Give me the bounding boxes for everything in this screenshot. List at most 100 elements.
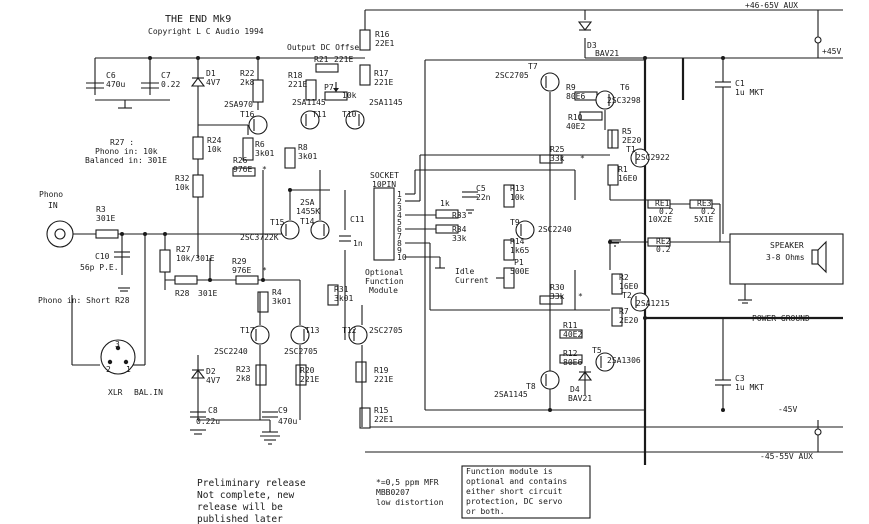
preliminary-line-1: Preliminary release [197, 478, 306, 489]
t10-label: T10 [342, 110, 357, 119]
output-dc-offset-label: Output DC Offset [287, 43, 364, 52]
r19-label: R19 [374, 366, 389, 375]
resistor-r30 [539, 295, 563, 305]
r13-value: 10k [510, 193, 525, 202]
capacitor-c3 [715, 318, 731, 410]
t15-label: T15 [270, 218, 285, 227]
xlr-pin-2: 2 [106, 365, 111, 374]
resistor-r31 [327, 284, 339, 306]
r22-label: R22 [240, 69, 255, 78]
resistor-r15 [359, 407, 371, 429]
q2sc3298-label: 2SC3298 [607, 96, 641, 105]
capacitor-c8 [190, 411, 206, 418]
trimmer-p7 [324, 82, 348, 101]
phono-in-label: IN [48, 201, 58, 210]
r12-value: 80E6 [563, 358, 582, 367]
xlr-pin-1: 1 [126, 365, 131, 374]
function-note-line-2: optional and contains [466, 477, 567, 486]
capacitor-c7 [141, 82, 159, 89]
r12-label: R12 [563, 349, 578, 358]
socket-pins: 1 2 3 4 5 6 7 8 9 10 [397, 190, 407, 262]
phono-label: Phono [39, 190, 63, 199]
r11-value: 40E2 [563, 330, 582, 339]
q2sc2705b-label: 2SC2705 [369, 326, 403, 335]
transistor-t15 [280, 220, 300, 240]
t5-label: T5 [592, 346, 602, 355]
r16-value: 22E1 [375, 39, 394, 48]
socket-caption-2: Function [365, 277, 404, 286]
r25-label: R25 [550, 145, 565, 154]
resistor-r34 [435, 224, 459, 234]
diode-d4 [577, 366, 593, 395]
c1-value: 1u MKT [735, 88, 764, 97]
function-module-note: Function module is optional and contains… [461, 465, 591, 519]
c6-value: 470u [106, 80, 125, 89]
re2-label: RE2 [656, 237, 671, 246]
transistor-t10 [345, 110, 365, 130]
d2-label: D2 [206, 367, 216, 376]
r27-value: 10k/301E [176, 254, 215, 263]
mfr-line-3: low distortion [376, 498, 444, 507]
socket-title-1: SOCKET [370, 171, 399, 180]
capacitor-c10 [114, 251, 130, 258]
socket-10pin [373, 187, 395, 261]
transistor-t11 [300, 110, 320, 130]
r30-label: R30 [550, 283, 565, 292]
q2sa970-label: 2SA970 [224, 100, 253, 109]
d4-value: BAV21 [568, 394, 592, 403]
capacitor-c9 [262, 411, 278, 418]
capacitor-c6 [86, 82, 104, 89]
c10-label: C10 [95, 252, 110, 261]
q2sc2922-label: 2SC2922 [636, 153, 670, 162]
r11-label: R11 [563, 321, 578, 330]
r25-value: 33k [550, 154, 565, 163]
r15-label: R15 [374, 406, 389, 415]
re1-value: 0.2 [659, 207, 674, 216]
transistor-t5 [595, 352, 615, 372]
resistor-r8 [284, 147, 296, 169]
r21-value: 221E [334, 55, 353, 64]
r1-label: R1 [618, 165, 628, 174]
q2sa1215-label: 2SA1215 [636, 299, 670, 308]
idle-current-1: Idle [455, 267, 474, 276]
r26-label: R26 [233, 156, 248, 165]
r14-label: R14 [510, 237, 525, 246]
t2-label: T2 [622, 291, 632, 300]
preliminary-line-2: Not complete, new [197, 490, 295, 501]
resistor-r2 [611, 273, 623, 295]
r8-label: R8 [298, 143, 308, 152]
r18-value: 221E [288, 80, 307, 89]
r4-label: R4 [272, 288, 282, 297]
xlr-label: XLR [108, 388, 123, 397]
c5-label: C5 [476, 184, 486, 193]
q2sa1306-label: 2SA1306 [607, 356, 641, 365]
t9-label: T9 [510, 218, 520, 227]
q2sa1145a-label: 2SA1145 [292, 98, 326, 107]
resistor-r20 [295, 364, 307, 386]
resistor-r17 [359, 64, 371, 86]
t14-label: T14 [300, 217, 315, 226]
r22-value: 2k8 [240, 78, 255, 87]
t7-label: T7 [528, 62, 538, 71]
resistor-r6 [242, 137, 254, 161]
r21-label: R21 [314, 55, 329, 64]
r14-value: 1k65 [510, 246, 529, 255]
resistor-r12 [559, 354, 583, 364]
r28-value: 301E [198, 289, 217, 298]
capacitor-c11 [339, 235, 351, 242]
resistor-r4 [257, 291, 269, 313]
resistor-r27 [159, 249, 171, 273]
resistor-r18 [305, 79, 317, 101]
schematic-title: THE END Mk9 [165, 14, 231, 25]
r32-value: 10k [175, 183, 190, 192]
p7-value: 10k [342, 91, 357, 100]
d1-value: 4V7 [206, 78, 221, 87]
r3-label: R3 [96, 205, 106, 214]
copyright-text: Copyright L C Audio 1994 [148, 27, 264, 36]
r4-value: 3k01 [272, 297, 291, 306]
transistor-t2 [630, 292, 650, 312]
r23-label: R23 [236, 365, 251, 374]
r3-value: 301E [96, 214, 115, 223]
capacitor-c1 [715, 58, 731, 234]
